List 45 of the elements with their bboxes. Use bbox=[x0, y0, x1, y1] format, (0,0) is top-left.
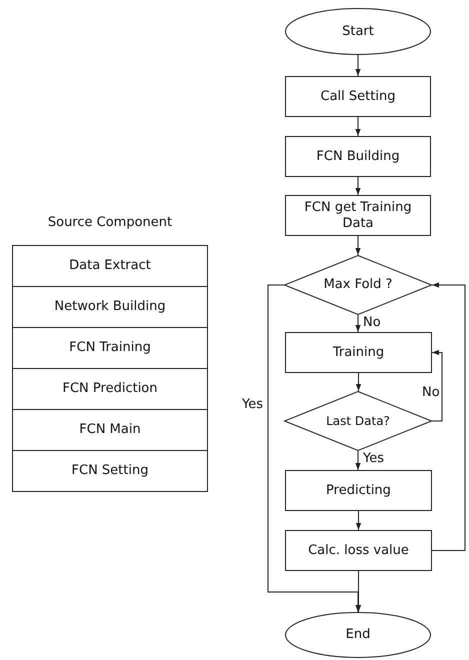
node-label: Network Building bbox=[53, 299, 167, 315]
node-label: Data Extract bbox=[68, 258, 152, 274]
node-label: Predicting bbox=[325, 482, 392, 498]
node-label: Training bbox=[332, 344, 386, 360]
arrow bbox=[355, 176, 361, 196]
process-box bbox=[285, 136, 431, 177]
table-row bbox=[12, 368, 208, 410]
node-label: FCN Setting bbox=[70, 463, 150, 479]
arrow bbox=[355, 236, 361, 256]
terminal-ellipse bbox=[285, 8, 431, 55]
node-label: FCN Prediction bbox=[62, 381, 158, 397]
node-label: FCN Main bbox=[78, 422, 142, 438]
arrow bbox=[432, 350, 442, 422]
node-label: FCN Building bbox=[315, 148, 401, 164]
node-label: Start bbox=[341, 24, 375, 40]
terminal-ellipse bbox=[285, 612, 431, 658]
node-label: Max Fold ? bbox=[322, 277, 394, 293]
process-box bbox=[285, 195, 431, 236]
arrow bbox=[355, 54, 361, 76]
node-label: End bbox=[344, 627, 372, 643]
decision-diamond bbox=[284, 255, 432, 315]
node-label: FCN Training bbox=[68, 340, 152, 356]
arrow bbox=[432, 282, 466, 551]
table-row bbox=[12, 327, 208, 369]
arrow bbox=[356, 372, 362, 392]
table-row bbox=[12, 286, 208, 328]
table-row bbox=[12, 409, 208, 451]
arrow bbox=[268, 284, 361, 612]
arrow bbox=[355, 450, 361, 470]
arrow bbox=[356, 570, 362, 612]
component-table bbox=[12, 215, 208, 492]
node-label: Calc. loss value bbox=[307, 542, 410, 558]
process-box bbox=[285, 530, 432, 571]
node-label: Last Data? bbox=[325, 414, 391, 428]
arrow bbox=[355, 116, 361, 136]
table-row bbox=[12, 450, 208, 492]
process-box bbox=[285, 332, 432, 373]
arrow bbox=[356, 510, 362, 530]
node-label: Call Setting bbox=[320, 88, 396, 104]
node-label: FCN get Training Data bbox=[303, 200, 413, 232]
table-row bbox=[12, 245, 208, 287]
process-box bbox=[285, 470, 432, 511]
table-title: Source Component bbox=[46, 215, 174, 231]
arrow bbox=[355, 314, 361, 332]
process-box bbox=[285, 76, 431, 117]
